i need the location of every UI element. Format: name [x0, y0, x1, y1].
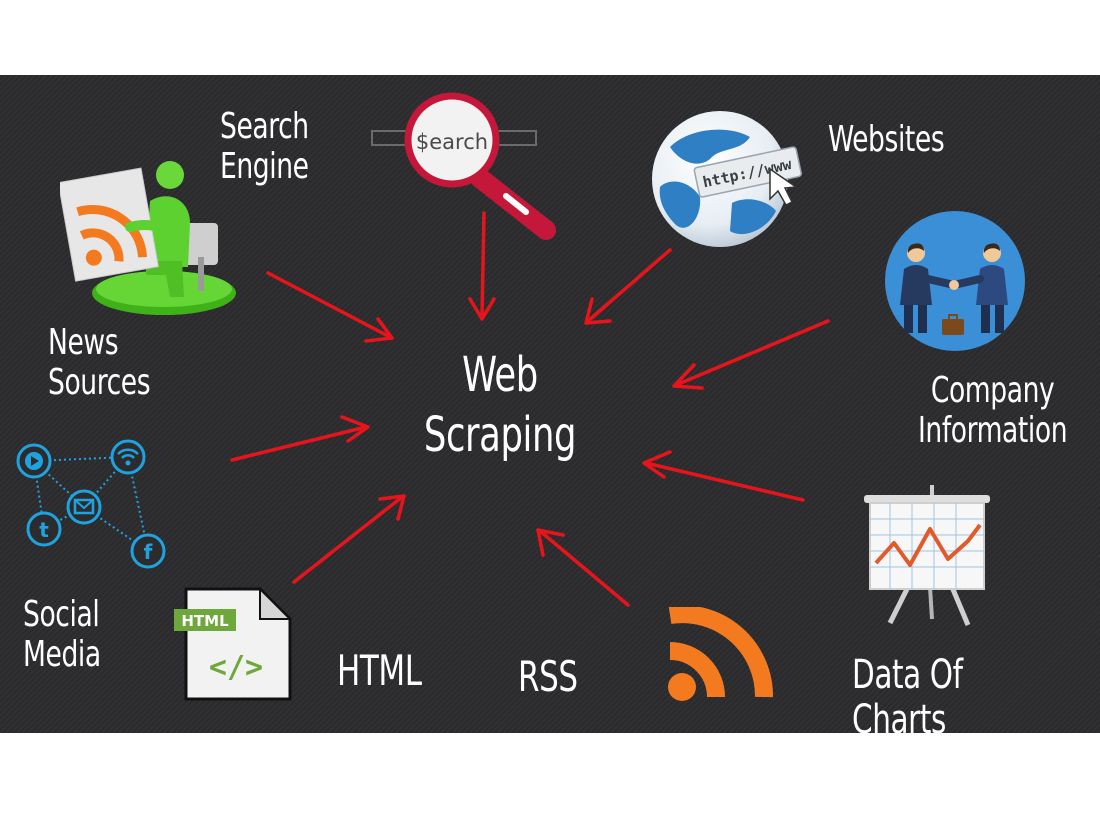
arrow-company-information — [672, 319, 830, 390]
arrow-html — [292, 494, 406, 584]
social-media-label: Social Media — [23, 594, 101, 676]
search-text: $earch — [416, 130, 488, 154]
rss-label: RSS — [518, 652, 578, 701]
arrow-news-sources — [266, 271, 394, 343]
chart-easel-icon — [856, 483, 996, 633]
arrow-websites — [584, 248, 672, 325]
company-information-label: Company Information — [918, 370, 1068, 452]
arrow-rss — [536, 528, 630, 607]
twitter-glyph: t — [39, 518, 49, 542]
websites-label: Websites — [828, 119, 945, 160]
news-reader-icon — [60, 161, 245, 321]
html-badge-text: HTML — [181, 612, 229, 630]
html-label: HTML — [337, 646, 422, 695]
html-code-glyph: </> — [209, 650, 263, 685]
globe-icon: http://www — [640, 107, 810, 252]
facebook-glyph: f — [144, 540, 153, 564]
arrow-data-of-charts — [642, 450, 805, 502]
web-scraping-diagram: Web Scraping Search Engine Websites News… — [0, 75, 1100, 733]
data-of-charts-label: Data Of Charts — [852, 652, 963, 733]
center-label: Web Scraping — [423, 347, 577, 463]
magnifier-icon: $earch — [368, 90, 568, 240]
news-sources-label: News Sources — [48, 322, 151, 404]
social-network-icon: t f — [12, 433, 172, 579]
rss-icon — [664, 607, 782, 702]
arrow-social-media — [230, 415, 370, 462]
html-file-icon: HTML </> — [170, 585, 295, 703]
search-engine-label: Search Engine — [220, 106, 309, 188]
handshake-icon — [870, 209, 1040, 354]
